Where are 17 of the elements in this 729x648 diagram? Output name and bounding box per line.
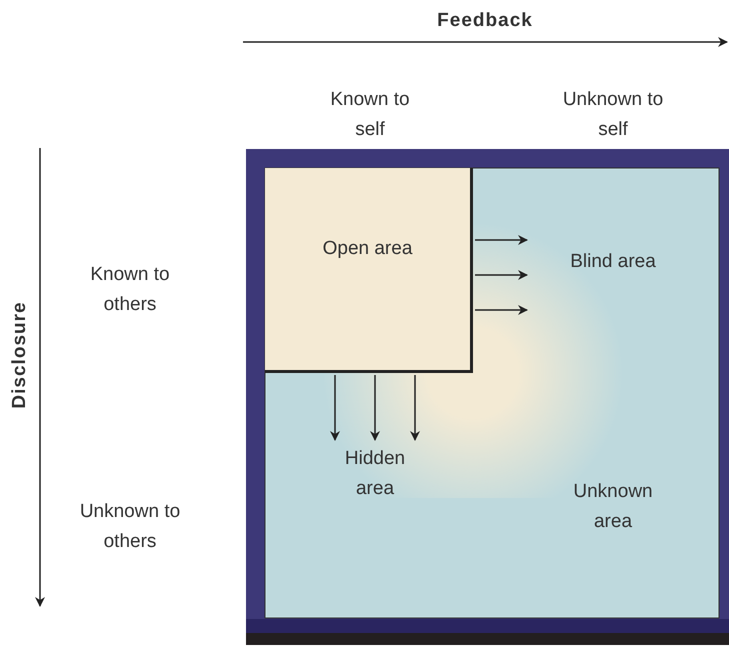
open-area-box bbox=[265, 168, 473, 373]
quadrant-label: Hidden area bbox=[344, 447, 406, 501]
arrow bbox=[410, 375, 420, 441]
quadrant-label: Unknown area bbox=[572, 480, 654, 534]
arrow bbox=[475, 270, 528, 280]
arrow bbox=[475, 305, 528, 315]
axis-label: Unknown to self bbox=[562, 88, 664, 142]
arrow bbox=[370, 375, 380, 441]
axis-label: Feedback bbox=[436, 9, 534, 33]
arrow bbox=[330, 375, 340, 441]
quadrant-label: Blind area bbox=[569, 250, 657, 274]
quadrant-label: Open area bbox=[322, 237, 412, 261]
axis-label: Known to self bbox=[329, 88, 411, 142]
axis-label: Disclosure bbox=[8, 300, 31, 411]
axis-label: Known to others bbox=[89, 263, 171, 317]
arrow bbox=[475, 235, 528, 245]
axis-label: Unknown to others bbox=[78, 500, 182, 554]
